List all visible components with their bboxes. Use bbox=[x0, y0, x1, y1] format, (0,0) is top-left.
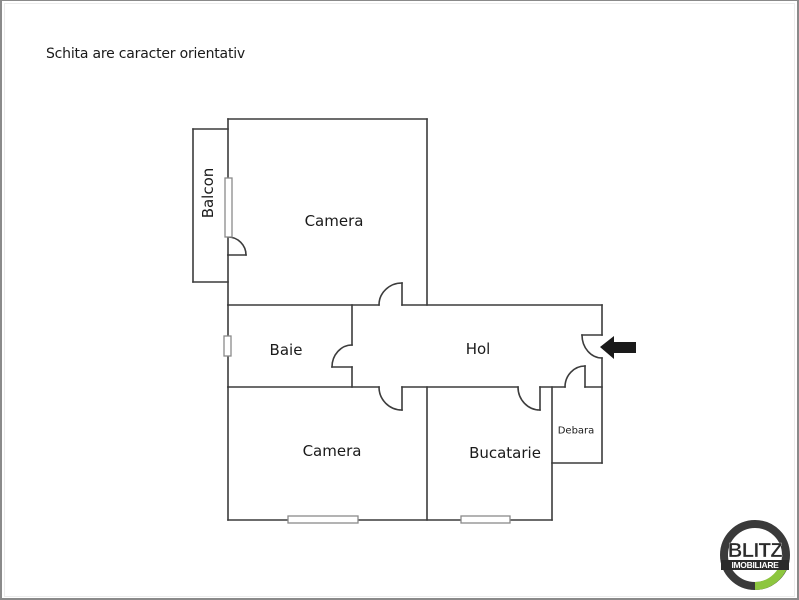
entrance-door bbox=[581, 334, 603, 359]
entrance-arrow-icon bbox=[600, 336, 636, 359]
room-label-bedroom-bottom: Camera bbox=[302, 442, 362, 460]
room-label-hallway: Hol bbox=[465, 340, 491, 358]
kitchen-window bbox=[460, 515, 511, 524]
balcony-walls bbox=[192, 128, 229, 283]
blitz-logo: BLITZ IMOBILIARE bbox=[718, 518, 792, 592]
room-label-kitchen: Bucatarie bbox=[469, 444, 541, 462]
logo-ring-icon bbox=[720, 520, 790, 590]
bedroom-bottom-window bbox=[287, 515, 359, 524]
balcony-window bbox=[224, 177, 233, 238]
kitchen-door bbox=[517, 386, 541, 411]
bathroom-door bbox=[331, 344, 353, 368]
room-label-bedroom-top: Camera bbox=[304, 212, 364, 230]
room-label-balcony: Balcon bbox=[199, 167, 217, 219]
inner-frame bbox=[4, 3, 795, 597]
logo-brand-name: BLITZ bbox=[727, 540, 783, 562]
balcony-door bbox=[227, 236, 247, 256]
bathroom-window bbox=[223, 335, 232, 357]
room-label-storage: Debara bbox=[557, 425, 595, 437]
storage-door bbox=[564, 365, 586, 388]
room-label-bathroom: Baie bbox=[269, 341, 303, 359]
bedroom-top-door bbox=[378, 282, 403, 306]
disclaimer-note: Schita are caracter orientativ bbox=[46, 46, 246, 62]
logo-subtitle: IMOBILIARE bbox=[721, 560, 789, 570]
bedroom-bottom-door bbox=[378, 386, 403, 411]
